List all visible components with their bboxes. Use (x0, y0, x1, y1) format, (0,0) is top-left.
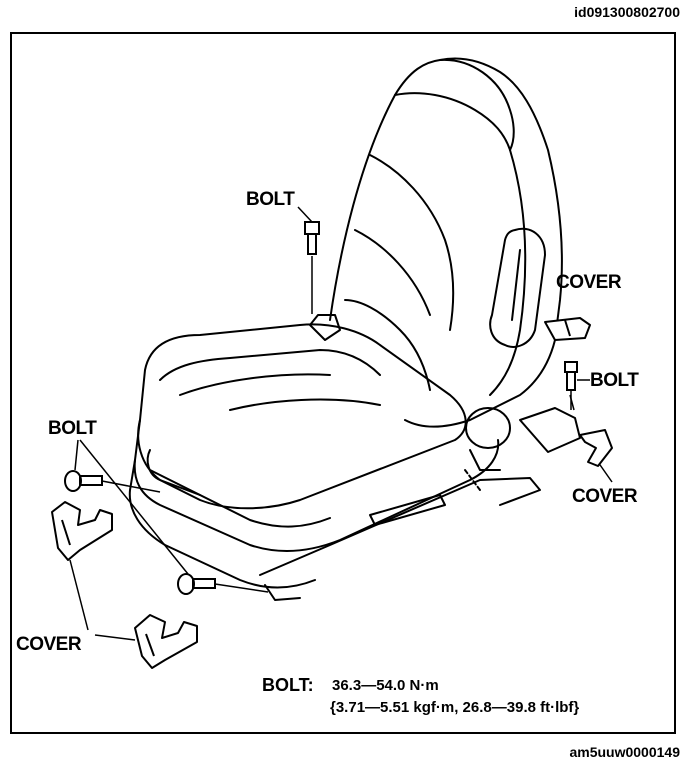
cover-left-lower-icon (134, 614, 198, 669)
bolt-right-icon (564, 361, 590, 410)
label-bolt-right: BOLT (590, 370, 639, 391)
cover-right-lower-icon (519, 407, 613, 467)
bolt-top-icon (297, 206, 320, 314)
label-bolt-left: BOLT (48, 418, 97, 439)
figure-id-top: id091300802700 (574, 4, 680, 20)
label-bolt-top: BOLT (246, 189, 295, 210)
bolt-left-upper-icon (64, 470, 161, 493)
right-knob (464, 407, 511, 491)
label-cover-right-lower: COVER (572, 486, 638, 507)
bolt-left-lower-icon (177, 573, 269, 595)
diagram-frame (10, 32, 676, 734)
seat-back (329, 57, 563, 428)
spec-torque-nm: 36.3—54.0 N·m (332, 677, 439, 694)
top-bracket (309, 314, 341, 341)
label-cover-right-upper: COVER (556, 272, 622, 293)
cover-right-upper-icon (544, 317, 591, 341)
seat-cushion (133, 323, 500, 553)
spec-label: BOLT: (262, 675, 314, 695)
cover-left-upper-icon (51, 501, 113, 561)
figure-id-bottom: am5uuw0000149 (569, 744, 680, 760)
spec-torque-alt: {3.71—5.51 kgf·m, 26.8—39.8 ft·lbf} (330, 699, 580, 716)
label-cover-left: COVER (16, 634, 82, 655)
